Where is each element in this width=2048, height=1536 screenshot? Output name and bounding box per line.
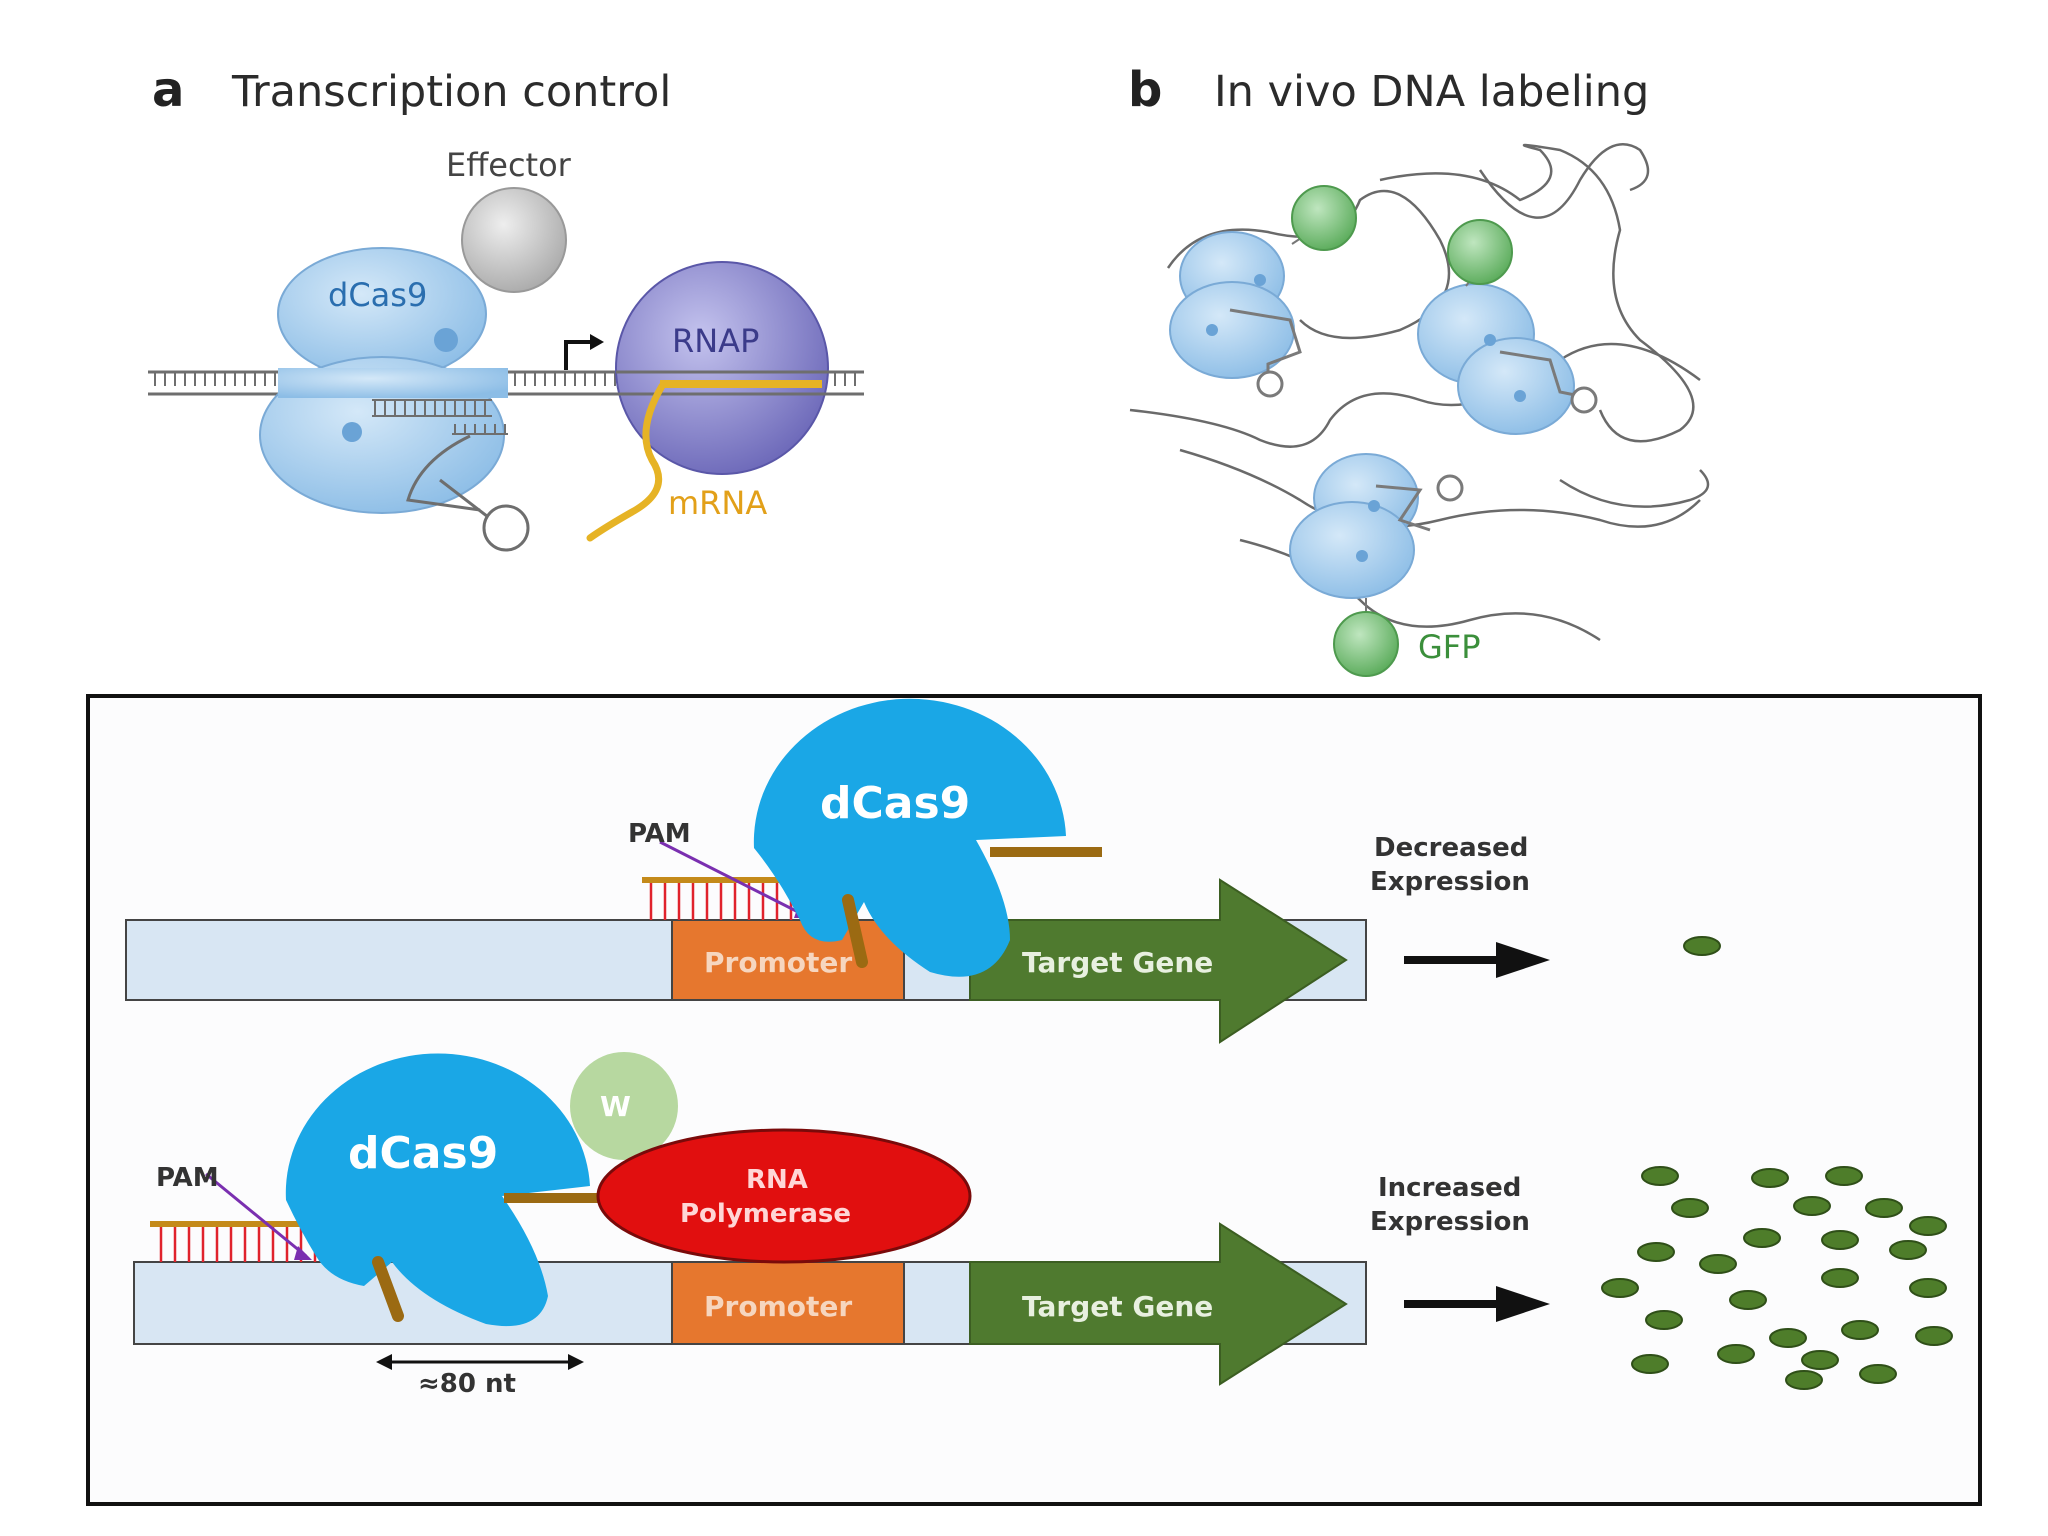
repression-row: PAM dCas9 Promoter Target Gene Decreased… — [125, 698, 1721, 1044]
dcas9-label-bottom: dCas9 — [348, 1128, 498, 1179]
panel-a-letter: a — [152, 62, 184, 118]
dcas9-bottom — [285, 1053, 590, 1327]
rna-pol-line1: RNA — [746, 1165, 808, 1195]
protein-dot — [1859, 1364, 1897, 1384]
rna-polymerase — [596, 1128, 972, 1264]
effector-label-a: Effector — [446, 146, 572, 184]
effector-w — [570, 1052, 678, 1160]
rnap-a: RNAP — [615, 261, 864, 475]
protein-dot — [1821, 1230, 1859, 1250]
mrna-a: mRNA — [586, 382, 767, 542]
dcas9-top — [753, 698, 1066, 977]
protein-dot — [1865, 1198, 1903, 1218]
promoter-bottom — [671, 1261, 905, 1345]
panel-a: a Transcription control dCas9 — [148, 62, 864, 552]
target-gene-arrow-top — [969, 878, 1348, 1044]
target-gene-label-bottom: Target Gene — [1022, 1290, 1213, 1323]
effector-w-label: W — [600, 1090, 631, 1123]
increased-line1: Increased — [1378, 1173, 1521, 1203]
distance-marker: ≈80 nt — [376, 1354, 584, 1399]
target-gene-label-top: Target Gene — [1022, 946, 1213, 979]
protein-dots-cluster — [1601, 1166, 1953, 1390]
protein-dot — [1743, 1228, 1781, 1248]
protein-dot — [1915, 1326, 1953, 1346]
protein-dot — [1769, 1328, 1807, 1348]
mrna-label: mRNA — [668, 484, 767, 522]
pam-label-top: PAM — [628, 819, 691, 849]
protein-dot — [1909, 1216, 1947, 1236]
dcas9-complex-b2 — [1417, 283, 1598, 435]
promoter-label-bottom: Promoter — [704, 1290, 852, 1323]
arrow-increased — [1496, 1286, 1550, 1322]
distance-label: ≈80 nt — [418, 1369, 516, 1399]
decreased-line2: Expression — [1370, 867, 1530, 897]
effector-a: Effector — [446, 146, 572, 293]
panel-b-title: In vivo DNA labeling — [1214, 67, 1649, 117]
panel-c: PAM dCas9 Promoter Target Gene Decreased… — [86, 694, 1982, 1506]
rnap-label: RNAP — [672, 322, 759, 360]
panel-a-title: Transcription control — [231, 67, 671, 117]
protein-dot — [1645, 1310, 1683, 1330]
protein-dot — [1821, 1268, 1859, 1288]
gfp-label: GFP — [1418, 628, 1481, 666]
chromatin-threads — [1129, 143, 1710, 642]
protein-dot — [1631, 1354, 1669, 1374]
protein-dot — [1729, 1290, 1767, 1310]
dcas9-complex-b1 — [1169, 231, 1302, 398]
panel-b: b In vivo DNA labeling — [1128, 62, 1710, 677]
increased-line2: Expression — [1370, 1207, 1530, 1237]
protein-dot — [1841, 1320, 1879, 1340]
protein-dot — [1793, 1196, 1831, 1216]
dcas9-protein-a: dCas9 — [259, 247, 530, 552]
protein-dot — [1671, 1198, 1709, 1218]
protein-dot — [1699, 1254, 1737, 1274]
decreased-line1: Decreased — [1374, 833, 1528, 863]
protein-dot — [1825, 1166, 1863, 1186]
protein-dot — [1641, 1166, 1679, 1186]
panel-b-letter: b — [1128, 62, 1162, 118]
activation-row: W RNA Polymerase PAM dCas9 Promoter Targ… — [133, 1052, 1953, 1399]
tss-arrow — [564, 334, 604, 370]
protein-dot — [1889, 1240, 1927, 1260]
protein-dot — [1601, 1278, 1639, 1298]
protein-dot — [1785, 1370, 1823, 1390]
pam-label-bottom: PAM — [156, 1163, 219, 1193]
target-gene-arrow-bottom — [969, 1222, 1348, 1386]
dcas9-label-a: dCas9 — [328, 276, 427, 314]
protein-dot — [1751, 1168, 1789, 1188]
protein-dot — [1909, 1278, 1947, 1298]
protein-dot — [1683, 936, 1721, 956]
gfp-molecules: GFP — [1291, 185, 1513, 677]
protein-dot — [1637, 1242, 1675, 1262]
arrow-decreased — [1496, 942, 1550, 978]
dcas9-label-top: dCas9 — [820, 778, 970, 829]
promoter-label-top: Promoter — [704, 946, 852, 979]
protein-dot — [1717, 1344, 1755, 1364]
dcas9-complex-b3 — [1289, 453, 1464, 599]
rna-pol-line2: Polymerase — [680, 1199, 851, 1229]
protein-dot — [1801, 1350, 1839, 1370]
